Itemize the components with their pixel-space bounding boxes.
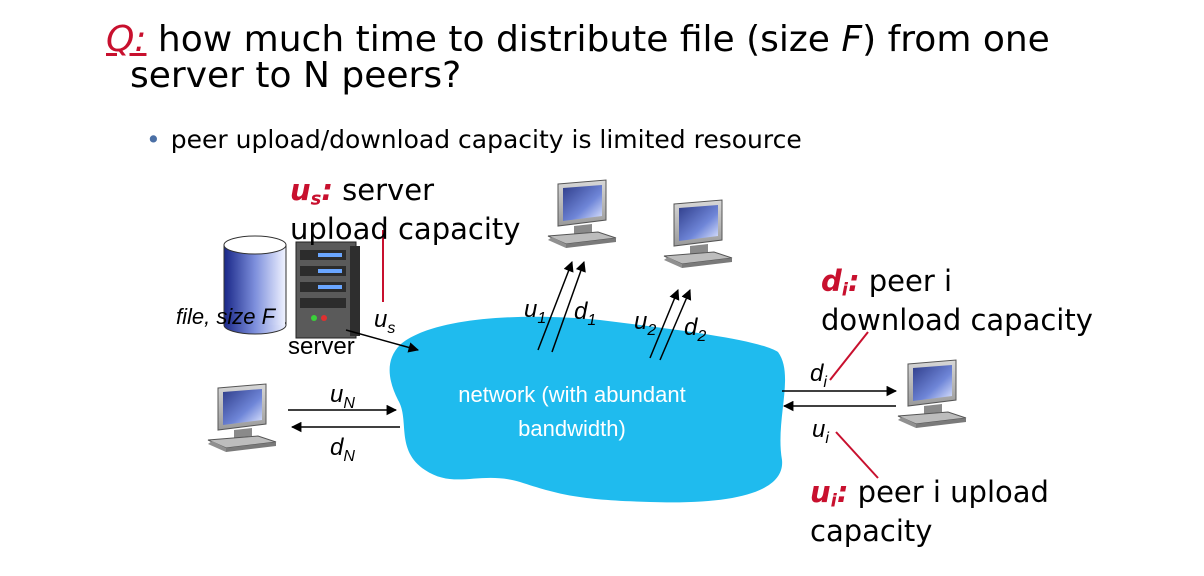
file-size-var: F <box>841 19 863 60</box>
callout-upload-colon: : <box>836 475 849 509</box>
server-icon <box>295 241 360 339</box>
arrow-u2 <box>649 289 680 359</box>
network-label-line2: bandwidth) <box>518 416 626 441</box>
callout-server-line1: server <box>332 173 434 207</box>
bullet-dot: • <box>146 125 161 154</box>
link-label-u2: u2 <box>634 308 657 339</box>
server-label: server <box>288 333 355 360</box>
callout-upload-sub: i <box>830 490 837 512</box>
network-label-line1: network (with abundant <box>458 382 686 407</box>
callout-upload-line1: peer i upload <box>848 475 1049 509</box>
database-icon <box>223 235 287 335</box>
link-label-us: us <box>374 306 396 337</box>
desktop-computer-icon <box>897 359 967 429</box>
callout-server-var: u <box>290 173 311 207</box>
leader-download <box>829 331 869 381</box>
callout-peer-download: di: peer i download capacity <box>821 266 1093 336</box>
callout-upload-line2: capacity <box>810 514 933 549</box>
arrow-d2 <box>659 289 692 361</box>
callout-download-line2: download capacity <box>821 303 1093 338</box>
arrow-us <box>345 329 420 353</box>
bullet-text: peer upload/download capacity is limited… <box>170 125 802 154</box>
link-label-dN: dN <box>330 434 355 465</box>
callout-download-sub: i <box>841 279 848 301</box>
file-label: file, size F <box>176 304 276 329</box>
network-label: network (with abundant bandwidth) <box>424 378 720 446</box>
callout-upload-var: u <box>810 475 831 509</box>
callout-server-upload: us: server upload capacity <box>290 175 520 245</box>
leader-upload <box>835 431 879 479</box>
arrow-d1 <box>551 261 586 353</box>
link-label-d1: d1 <box>574 298 597 329</box>
callout-peer-upload: ui: peer i upload capacity <box>810 477 1049 547</box>
desktop-computer-icon <box>207 383 277 453</box>
question-line-2: server to N peers? <box>130 56 461 96</box>
link-label-di: di <box>810 360 827 391</box>
desktop-computer-icon <box>663 199 733 269</box>
callout-download-colon: : <box>847 264 860 298</box>
peers-var: N peers <box>303 55 443 96</box>
question-line-1: Q: how much time to distribute file (siz… <box>106 20 1050 60</box>
link-label-ui: ui <box>812 416 829 447</box>
callout-server-colon: : <box>321 173 333 207</box>
arrow-u1 <box>537 261 574 351</box>
q-label: Q: <box>106 19 147 60</box>
link-label-d2: d2 <box>684 314 707 345</box>
question-text-2: ) from one <box>862 19 1050 60</box>
desktop-computer-icon <box>547 179 617 249</box>
question-text-3: server to <box>130 55 303 96</box>
question-text-4: ? <box>442 55 462 96</box>
callout-download-var: d <box>821 264 842 298</box>
question-text-1: how much time to distribute file (size <box>146 19 842 60</box>
link-label-uN: uN <box>330 381 355 412</box>
link-label-u1: u1 <box>524 296 547 327</box>
network-cloud <box>389 316 786 503</box>
callout-server-line2: upload capacity <box>290 212 521 247</box>
callout-server-sub: s <box>310 188 322 210</box>
callout-download-line1: peer i <box>859 264 953 298</box>
bullet-point: • peer upload/download capacity is limite… <box>146 125 802 155</box>
